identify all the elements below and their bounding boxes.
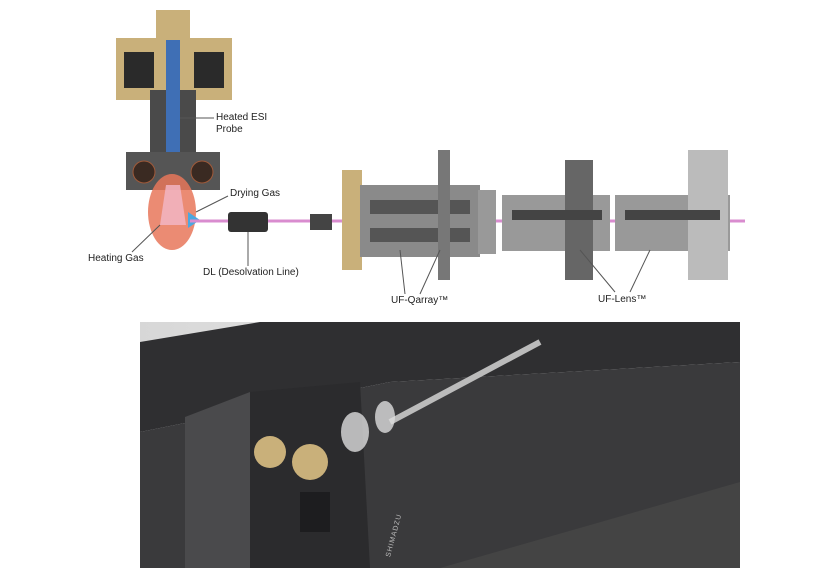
label-desolvation-line: DL (Desolvation Line) <box>203 267 299 278</box>
ion-path-diagram <box>116 10 745 295</box>
uf-lens-2 <box>615 150 730 280</box>
uf-qarray <box>342 150 496 280</box>
label-line: Heated ESI <box>216 112 268 123</box>
instrument-photo: SHIMADZU <box>140 322 740 568</box>
label-uf-qarray: UF-Qarray™ <box>391 295 449 306</box>
uf-lens-1 <box>502 160 610 280</box>
label-heating-gas: Heating Gas <box>88 253 144 264</box>
heated-esi-probe <box>116 10 232 250</box>
label-uf-lens: UF-Lens™ <box>598 294 647 305</box>
label-heated-esi-probe: Heated ESI Probe <box>216 112 267 136</box>
label-line: Probe <box>216 124 243 135</box>
label-drying-gas: Drying Gas <box>230 188 281 199</box>
desolvation-line <box>228 212 332 232</box>
leader-lines <box>131 117 651 295</box>
